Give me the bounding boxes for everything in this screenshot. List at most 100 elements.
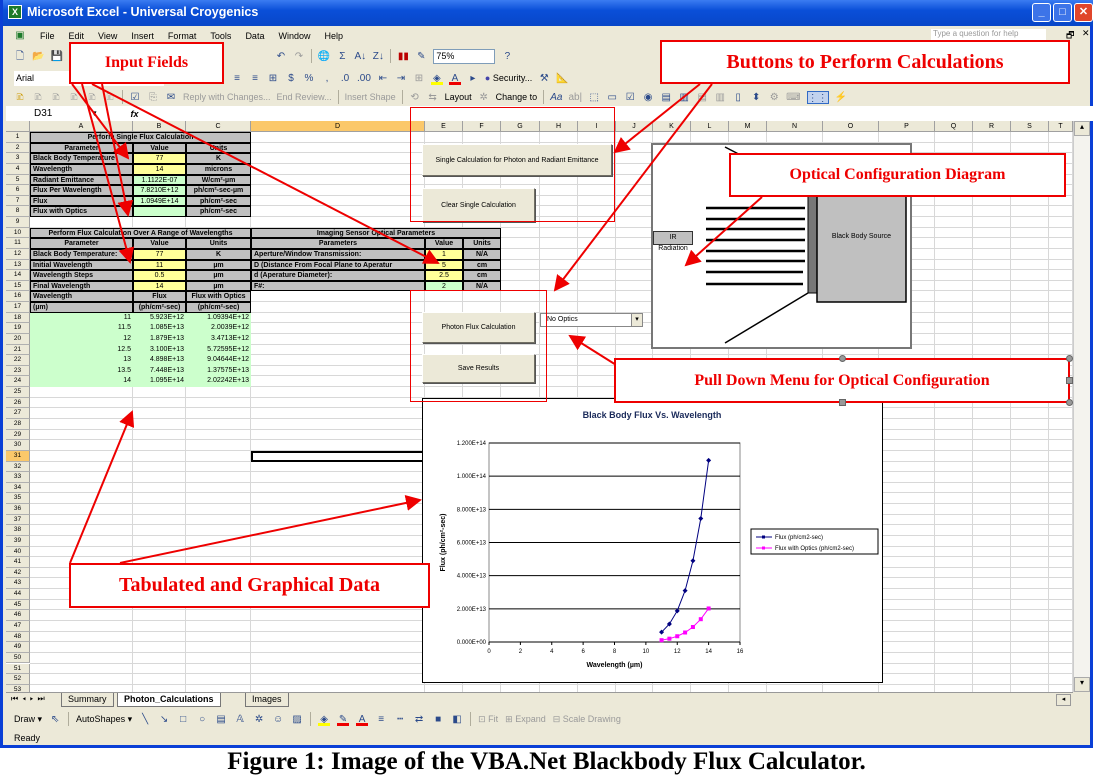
new-comment-icon[interactable]: 🗈 bbox=[16, 91, 24, 103]
reply-with-changes-button[interactable]: Reply with Changes... bbox=[183, 92, 271, 102]
column-header-B[interactable]: B bbox=[133, 121, 186, 132]
fx-icon[interactable]: fx bbox=[130, 108, 139, 119]
column-header-Q[interactable]: Q bbox=[935, 121, 973, 132]
chevron-down-icon[interactable]: ▾ bbox=[631, 314, 642, 326]
line-color-icon[interactable]: ✎ bbox=[337, 713, 350, 726]
diagram-icon[interactable]: ✲ bbox=[254, 713, 264, 725]
column-header-T[interactable]: T bbox=[1049, 121, 1073, 132]
menu-tools[interactable]: Tools bbox=[210, 30, 232, 41]
row-header[interactable]: 49 bbox=[6, 642, 30, 653]
select-objects-icon[interactable]: ⇖ bbox=[50, 713, 60, 725]
toggle-grid-icon[interactable]: ⋮⋮ bbox=[806, 90, 829, 104]
track-changes-icon[interactable]: ☑ bbox=[130, 91, 140, 103]
sort-descending-icon[interactable]: Z↓ bbox=[372, 50, 384, 62]
row-header[interactable]: 13 bbox=[6, 259, 30, 271]
indent-icon[interactable]: ⇥ bbox=[396, 72, 406, 84]
spinner-icon[interactable]: ⬍ bbox=[751, 91, 761, 103]
outdent-icon[interactable]: ⇤ bbox=[378, 72, 388, 84]
selection-handle[interactable] bbox=[1066, 399, 1073, 406]
row-header[interactable]: 36 bbox=[6, 504, 30, 515]
hyperlink-icon[interactable]: 🌐 bbox=[317, 50, 331, 62]
text-box-icon[interactable]: ▤ bbox=[216, 713, 226, 725]
input-field[interactable]: 1 bbox=[425, 248, 463, 260]
row-header[interactable]: 8 bbox=[6, 206, 30, 218]
drawing-icon[interactable]: ✎ bbox=[417, 50, 426, 62]
row-header[interactable]: 43 bbox=[6, 578, 30, 590]
end-review-button[interactable]: End Review... bbox=[276, 92, 332, 102]
undo-icon[interactable]: ↶ bbox=[276, 50, 286, 62]
security-button[interactable]: ● Security... bbox=[484, 73, 533, 83]
row-header[interactable]: 38 bbox=[6, 525, 30, 536]
input-field[interactable]: 14 bbox=[133, 163, 186, 175]
row-header[interactable]: 27 bbox=[6, 408, 30, 419]
autosum-icon[interactable]: Σ bbox=[339, 50, 346, 62]
row-header[interactable]: 19 bbox=[6, 323, 30, 334]
clear-single-calculation-button[interactable]: Clear Single Calculation bbox=[422, 188, 535, 222]
column-header-A[interactable]: A bbox=[30, 121, 133, 132]
row-header[interactable]: 46 bbox=[6, 610, 30, 621]
row-header[interactable]: 52 bbox=[6, 674, 30, 685]
row-header[interactable]: 1 bbox=[6, 132, 30, 143]
row-header[interactable]: 18 bbox=[6, 312, 30, 324]
row-header[interactable]: 39 bbox=[6, 535, 30, 547]
row-header[interactable]: 9 bbox=[6, 217, 30, 228]
rotate-icon[interactable]: ⟲ bbox=[410, 91, 419, 103]
help-icon[interactable]: ? bbox=[504, 50, 511, 62]
row-header[interactable]: 33 bbox=[6, 472, 30, 483]
update-file-icon[interactable]: ⎘ bbox=[149, 91, 157, 103]
zoom-select[interactable]: 75% bbox=[433, 48, 496, 64]
row-header[interactable]: 7 bbox=[6, 195, 30, 207]
input-field[interactable]: 77 bbox=[133, 153, 186, 164]
edit-code-icon[interactable]: ⌨ bbox=[786, 91, 801, 103]
scroll-bar-icon[interactable]: ▯ bbox=[735, 91, 741, 103]
optics-dropdown[interactable]: No Optics ▾ bbox=[540, 313, 643, 327]
column-header-E[interactable]: E bbox=[425, 121, 463, 132]
row-header[interactable]: 14 bbox=[6, 270, 30, 281]
align-right-icon[interactable]: ≡ bbox=[252, 72, 258, 84]
merge-center-icon[interactable]: ⊞ bbox=[268, 72, 278, 84]
row-header[interactable]: 30 bbox=[6, 440, 30, 451]
align-center-icon[interactable]: ≡ bbox=[234, 72, 240, 84]
save-results-button[interactable]: Save Results bbox=[422, 354, 535, 383]
next-comment-icon[interactable]: 🗈 bbox=[52, 91, 60, 103]
selection-handle[interactable] bbox=[839, 355, 846, 362]
open-icon[interactable]: 📂 bbox=[32, 50, 45, 62]
input-field[interactable]: 77 bbox=[133, 248, 186, 260]
delete-comment-icon[interactable]: 🗈 bbox=[106, 91, 114, 103]
row-header[interactable]: 3 bbox=[6, 153, 30, 164]
maximize-button[interactable]: □ bbox=[1053, 3, 1072, 22]
row-header[interactable]: 53 bbox=[6, 684, 30, 692]
line-style-icon[interactable]: ≡ bbox=[378, 713, 385, 725]
horizontal-scrollbar[interactable]: ◂ bbox=[1056, 694, 1071, 706]
wordart-icon[interactable]: 𝔸 bbox=[236, 713, 244, 725]
comma-icon[interactable]: , bbox=[325, 72, 329, 84]
column-header-N[interactable]: N bbox=[767, 121, 823, 132]
menu-window[interactable]: Window bbox=[278, 30, 311, 41]
row-header[interactable]: 29 bbox=[6, 429, 30, 441]
menu-data[interactable]: Data bbox=[245, 30, 265, 41]
dash-style-icon[interactable]: ┅ bbox=[397, 713, 404, 725]
menu-edit[interactable]: Edit bbox=[68, 30, 85, 41]
vertical-scrollbar[interactable]: ▴ ▾ bbox=[1073, 121, 1090, 692]
row-header[interactable]: 22 bbox=[6, 355, 30, 366]
minimize-button[interactable]: _ bbox=[1032, 3, 1051, 22]
sort-ascending-icon[interactable]: A↓ bbox=[354, 50, 367, 62]
chart-wizard-icon[interactable]: ▮▮ bbox=[397, 50, 409, 62]
row-header[interactable]: 35 bbox=[6, 493, 30, 505]
list-box-icon[interactable]: ▤ bbox=[661, 91, 671, 103]
close-workbook-icon[interactable]: ✕ bbox=[1082, 28, 1090, 38]
send-mail-icon[interactable]: ✉ bbox=[166, 91, 176, 103]
column-header-F[interactable]: F bbox=[463, 121, 501, 132]
button-control-icon[interactable]: ▭ bbox=[607, 91, 617, 103]
combo-box-icon[interactable]: ▥ bbox=[679, 91, 689, 103]
close-button[interactable]: ✕ bbox=[1074, 3, 1093, 22]
row-header[interactable]: 32 bbox=[6, 461, 30, 473]
restore-window-icon[interactable]: 🗗 bbox=[1066, 30, 1075, 40]
borders-icon[interactable]: ⊞ bbox=[414, 72, 424, 84]
column-header-K[interactable]: K bbox=[653, 121, 691, 132]
input-field[interactable]: 0.5 bbox=[133, 270, 186, 281]
3d-icon[interactable]: ◧ bbox=[452, 713, 462, 725]
row-header[interactable]: 10 bbox=[6, 227, 30, 239]
input-field[interactable]: 5 bbox=[425, 259, 463, 271]
